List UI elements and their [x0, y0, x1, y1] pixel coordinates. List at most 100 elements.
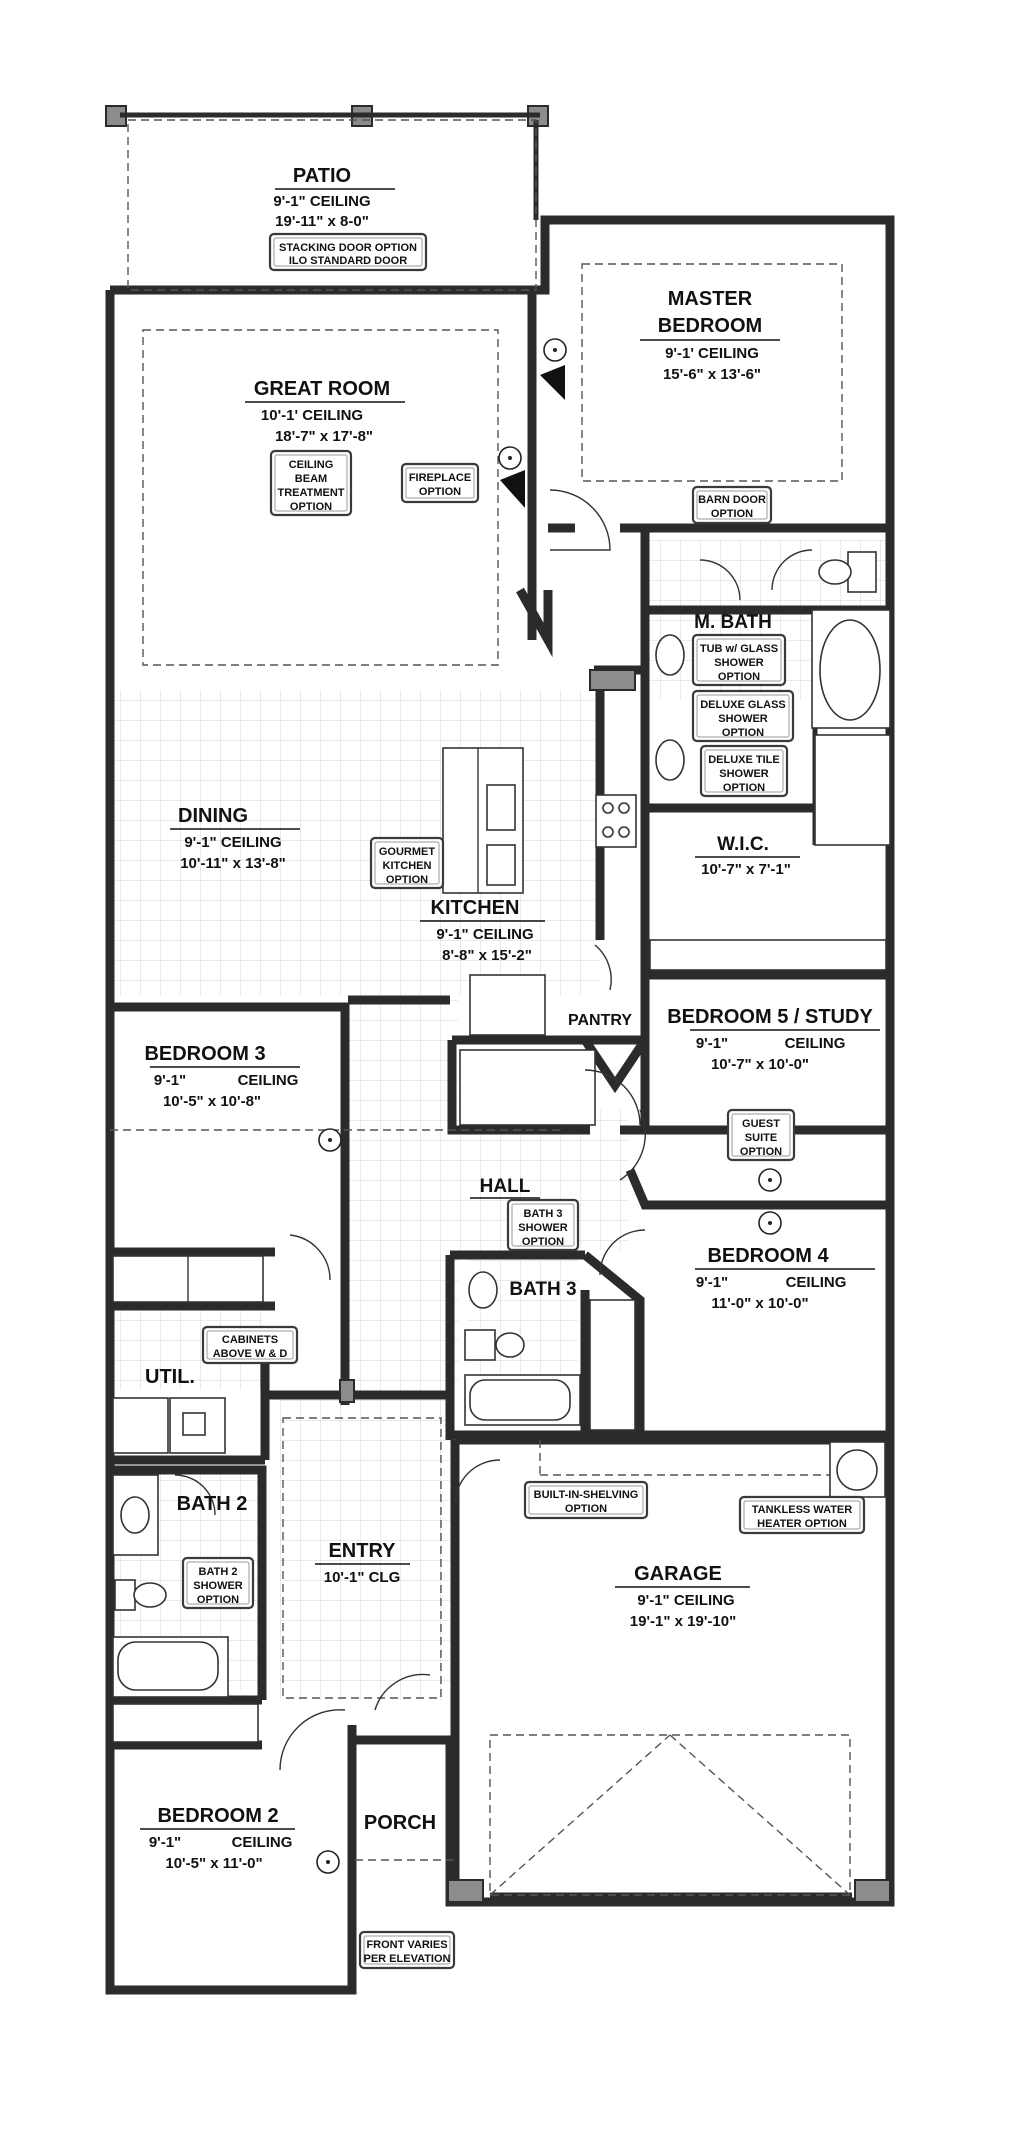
entry-name: ENTRY — [328, 1540, 396, 1562]
great-size: 18'-7" x 17'-8" — [275, 428, 373, 445]
svg-text:BEAM: BEAM — [295, 473, 327, 485]
svg-text:FRONT VARIES: FRONT VARIES — [366, 1939, 447, 1951]
bed5-name: BEDROOM 5 / STUDY — [667, 1006, 873, 1028]
svg-text:ABOVE W & D: ABOVE W & D — [213, 1348, 288, 1360]
svg-text:SHOWER: SHOWER — [714, 657, 764, 669]
bed5-ceiling-b: CEILING — [785, 1035, 846, 1052]
option-labels: STACKING DOOR OPTION ILO STANDARD DOOR C… — [181, 232, 866, 1970]
hall-name: HALL — [480, 1176, 531, 1197]
front-varies-note: FRONT VARIES PER ELEVATION — [358, 1930, 456, 1970]
svg-text:GUEST: GUEST — [742, 1118, 780, 1130]
deluxe-glass-shower-option: DELUXE GLASS SHOWER OPTION — [691, 689, 795, 743]
patio-name: PATIO — [293, 165, 351, 187]
master-ceiling: 9'-1' CEILING — [665, 345, 759, 362]
svg-text:OPTION: OPTION — [565, 1503, 607, 1515]
bed4-size: 11'-0" x 10'-0" — [711, 1295, 808, 1312]
gourmet-kitchen-option: GOURMET KITCHEN OPTION — [369, 836, 445, 890]
fixtures — [112, 551, 891, 1743]
built-in-shelving-option: BUILT-IN-SHELVING OPTION — [523, 1480, 649, 1520]
patio-size: 19'-11" x 8-0" — [275, 213, 369, 230]
bed2-ceiling-a: 9'-1" — [149, 1834, 181, 1851]
svg-text:OPTION: OPTION — [197, 1594, 239, 1606]
svg-text:KITCHEN: KITCHEN — [383, 860, 432, 872]
svg-text:OPTION: OPTION — [419, 486, 461, 498]
pantry-name: PANTRY — [568, 1012, 632, 1029]
svg-text:SUITE: SUITE — [745, 1132, 777, 1144]
svg-text:CEILING: CEILING — [289, 459, 334, 471]
ceiling-light-markers — [316, 338, 782, 1874]
svg-text:BATH 2: BATH 2 — [199, 1566, 238, 1578]
svg-text:OPTION: OPTION — [723, 782, 765, 794]
svg-text:BATH 3: BATH 3 — [524, 1208, 563, 1220]
kitchen-size: 8'-8" x 15'-2" — [442, 947, 532, 964]
porch-name: PORCH — [364, 1812, 436, 1834]
svg-text:SHOWER: SHOWER — [193, 1580, 243, 1592]
bath3-name: BATH 3 — [509, 1279, 576, 1300]
dining-name: DINING — [178, 805, 248, 827]
svg-text:OPTION: OPTION — [718, 671, 760, 683]
svg-text:OPTION: OPTION — [386, 874, 428, 886]
svg-text:BARN DOOR: BARN DOOR — [698, 494, 766, 506]
bed4-ceiling-a: 9'-1" — [696, 1274, 728, 1291]
master-name-1: MASTER — [668, 288, 753, 310]
cabinets-above-wd-option: CABINETS ABOVE W & D — [201, 1325, 299, 1365]
tub-glass-shower-option: TUB w/ GLASS SHOWER OPTION — [691, 633, 787, 687]
room-labels: PATIO 9'-1" CEILING 19'-11" x 8-0" MASTE… — [140, 165, 880, 1872]
bath3-shower-option: BATH 3 SHOWER OPTION — [506, 1198, 580, 1252]
bed5-ceiling-a: 9'-1" — [696, 1035, 728, 1052]
garage-ceiling: 9'-1" CEILING — [637, 1592, 734, 1609]
svg-text:BUILT-IN-SHELVING: BUILT-IN-SHELVING — [534, 1489, 639, 1501]
kitchen-name: KITCHEN — [431, 897, 520, 919]
bed3-ceiling-b: CEILING — [238, 1072, 299, 1089]
bath2-shower-option: BATH 2 SHOWER OPTION — [181, 1556, 255, 1610]
ceiling-beam-option: CEILING BEAM TREATMENT OPTION — [269, 449, 353, 517]
util-name: UTIL. — [145, 1366, 195, 1388]
bed2-name: BEDROOM 2 — [157, 1805, 278, 1827]
svg-text:OPTION: OPTION — [290, 501, 332, 513]
bed3-ceiling-a: 9'-1" — [154, 1072, 186, 1089]
garage-name: GARAGE — [634, 1563, 722, 1585]
svg-text:HEATER OPTION: HEATER OPTION — [757, 1518, 847, 1530]
svg-text:ILO STANDARD DOOR: ILO STANDARD DOOR — [289, 255, 407, 267]
svg-text:TANKLESS WATER: TANKLESS WATER — [752, 1504, 852, 1516]
svg-text:GOURMET: GOURMET — [379, 846, 436, 858]
svg-text:DELUXE TILE: DELUXE TILE — [708, 754, 780, 766]
svg-text:SHOWER: SHOWER — [518, 1222, 568, 1234]
entry-ceiling: 10'-1" CLG — [324, 1569, 401, 1586]
garage-size: 19'-1" x 19'-10" — [630, 1613, 736, 1630]
bed4-name: BEDROOM 4 — [707, 1245, 829, 1267]
bed3-name: BEDROOM 3 — [144, 1043, 265, 1065]
guest-suite-option: GUEST SUITE OPTION — [726, 1108, 796, 1162]
svg-text:TREATMENT: TREATMENT — [277, 487, 344, 499]
mbath-name: M. BATH — [694, 612, 772, 633]
bed3-size: 10'-5" x 10'-8" — [163, 1093, 261, 1110]
svg-text:PER ELEVATION: PER ELEVATION — [364, 1953, 451, 1965]
svg-text:TUB w/ GLASS: TUB w/ GLASS — [700, 643, 778, 655]
svg-text:OPTION: OPTION — [711, 508, 753, 520]
great-ceiling: 10'-1' CEILING — [261, 407, 363, 424]
svg-text:OPTION: OPTION — [722, 727, 764, 739]
master-name-2: BEDROOM — [658, 315, 762, 337]
great-name: GREAT ROOM — [254, 378, 390, 400]
svg-text:STACKING DOOR OPTION: STACKING DOOR OPTION — [279, 242, 417, 254]
dining-ceiling: 9'-1" CEILING — [184, 834, 281, 851]
svg-text:CABINETS: CABINETS — [222, 1334, 278, 1346]
bed2-size: 10'-5" x 11'-0" — [165, 1855, 262, 1872]
patio-ceiling: 9'-1" CEILING — [273, 193, 370, 210]
svg-text:OPTION: OPTION — [740, 1146, 782, 1158]
bath2-name: BATH 2 — [177, 1493, 248, 1515]
door-swings — [174, 489, 813, 1771]
master-size: 15'-6" x 13'-6" — [663, 366, 761, 383]
dining-size: 10'-11" x 13'-8" — [180, 855, 286, 872]
deluxe-tile-shower-option: DELUXE TILE SHOWER OPTION — [699, 744, 789, 798]
bed4-ceiling-b: CEILING — [786, 1274, 847, 1291]
wic-size: 10'-7" x 7'-1" — [701, 861, 791, 878]
tankless-water-heater-option: TANKLESS WATER HEATER OPTION — [738, 1495, 866, 1535]
bed2-ceiling-b: CEILING — [232, 1834, 293, 1851]
kitchen-ceiling: 9'-1" CEILING — [436, 926, 533, 943]
svg-text:SHOWER: SHOWER — [719, 768, 769, 780]
bed5-size: 10'-7" x 10'-0" — [711, 1056, 809, 1073]
barn-door-option: BARN DOOR OPTION — [691, 485, 773, 525]
wic-name: W.I.C. — [717, 834, 769, 855]
